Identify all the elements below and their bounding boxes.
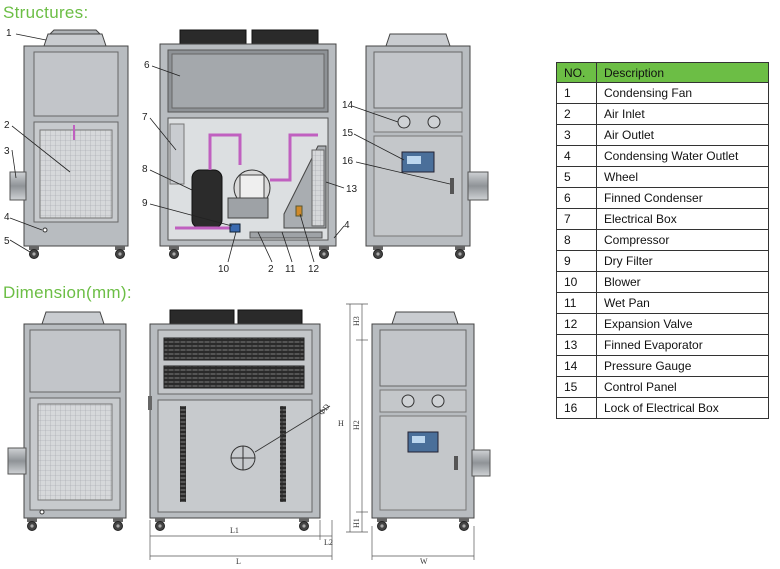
row-desc: Compressor [596, 229, 769, 251]
structures-heading: Structures: [3, 3, 89, 22]
row-no: 10 [556, 271, 597, 293]
row-desc: Lock of Electrical Box [596, 397, 769, 419]
row-desc: Air Outlet [596, 124, 769, 146]
callout-3: 3 [4, 146, 10, 157]
row-no: 1 [556, 82, 597, 104]
callout-leaders [9, 33, 451, 263]
row-no: 4 [556, 145, 597, 167]
callout-numbers: 1 2 3 4 5 6 7 8 9 10 2 11 12 13 4 14 15 … [4, 28, 358, 275]
row-desc: Electrical Box [596, 208, 769, 230]
row-no: 16 [556, 397, 597, 419]
row-desc: Finned Evaporator [596, 334, 769, 356]
callout-14: 14 [342, 100, 354, 111]
row-no: 5 [556, 166, 597, 188]
front-view-dimension [148, 309, 331, 531]
dim-H1: H1 [352, 518, 361, 528]
row-desc: Dry Filter [596, 250, 769, 272]
callout-11: 11 [285, 264, 296, 275]
row-no: 15 [556, 376, 597, 398]
row-no: 11 [556, 292, 597, 314]
dimension-labels: L1 L2 L W H H3 H2 H1 ΦD [230, 316, 428, 566]
callout-10: 10 [218, 264, 230, 275]
dim-L1: L1 [230, 526, 239, 535]
callout-5: 5 [4, 236, 10, 247]
row-no: 8 [556, 229, 597, 251]
row-no: 12 [556, 313, 597, 335]
header-description: Description [596, 62, 769, 83]
dimension-lines [149, 303, 475, 560]
callout-4-front: 4 [344, 220, 350, 231]
machine-drawings: 1 2 3 4 5 6 7 8 9 10 2 11 12 13 4 14 15 … [4, 28, 491, 566]
callout-9: 9 [142, 198, 148, 209]
row-no: 6 [556, 187, 597, 209]
back-view-structure [365, 33, 489, 259]
dim-L: L [236, 557, 241, 566]
row-desc: Control Panel [596, 376, 769, 398]
callout-12: 12 [308, 264, 320, 275]
row-desc: Pressure Gauge [596, 355, 769, 377]
row-no: 13 [556, 334, 597, 356]
side-view-dimension [7, 311, 127, 531]
callout-16: 16 [342, 156, 354, 167]
row-desc: Condensing Water Outlet [596, 145, 769, 167]
callout-15: 15 [342, 128, 354, 139]
callout-4-side: 4 [4, 212, 10, 223]
callout-7: 7 [142, 112, 148, 123]
row-desc: Expansion Valve [596, 313, 769, 335]
row-no: 7 [556, 208, 597, 230]
row-no: 3 [556, 124, 597, 146]
front-view-structure [159, 29, 337, 259]
callout-8: 8 [142, 164, 148, 175]
back-view-dimension [371, 311, 491, 531]
table-header-row: NO. Description [556, 62, 769, 83]
row-no: 2 [556, 103, 597, 125]
dim-W: W [420, 557, 428, 566]
callout-6: 6 [144, 60, 150, 71]
row-desc: Finned Condenser [596, 187, 769, 209]
row-no: 9 [556, 250, 597, 272]
row-desc: Condensing Fan [596, 82, 769, 104]
side-view-structure [9, 29, 129, 259]
row-desc: Wheel [596, 166, 769, 188]
dim-H: H [338, 419, 344, 428]
header-no: NO. [556, 62, 597, 83]
row-desc: Blower [596, 271, 769, 293]
dim-L2: L2 [324, 538, 333, 547]
callout-2-front: 2 [268, 264, 274, 275]
row-desc: Wet Pan [596, 292, 769, 314]
callout-1: 1 [6, 28, 12, 39]
dim-H2: H2 [352, 420, 361, 430]
callout-13: 13 [346, 184, 358, 195]
row-no: 14 [556, 355, 597, 377]
dim-H3: H3 [352, 316, 361, 326]
dimension-heading: Dimension(mm): [3, 283, 132, 302]
callout-2-side: 2 [4, 120, 10, 131]
row-desc: Air Inlet [596, 103, 769, 125]
